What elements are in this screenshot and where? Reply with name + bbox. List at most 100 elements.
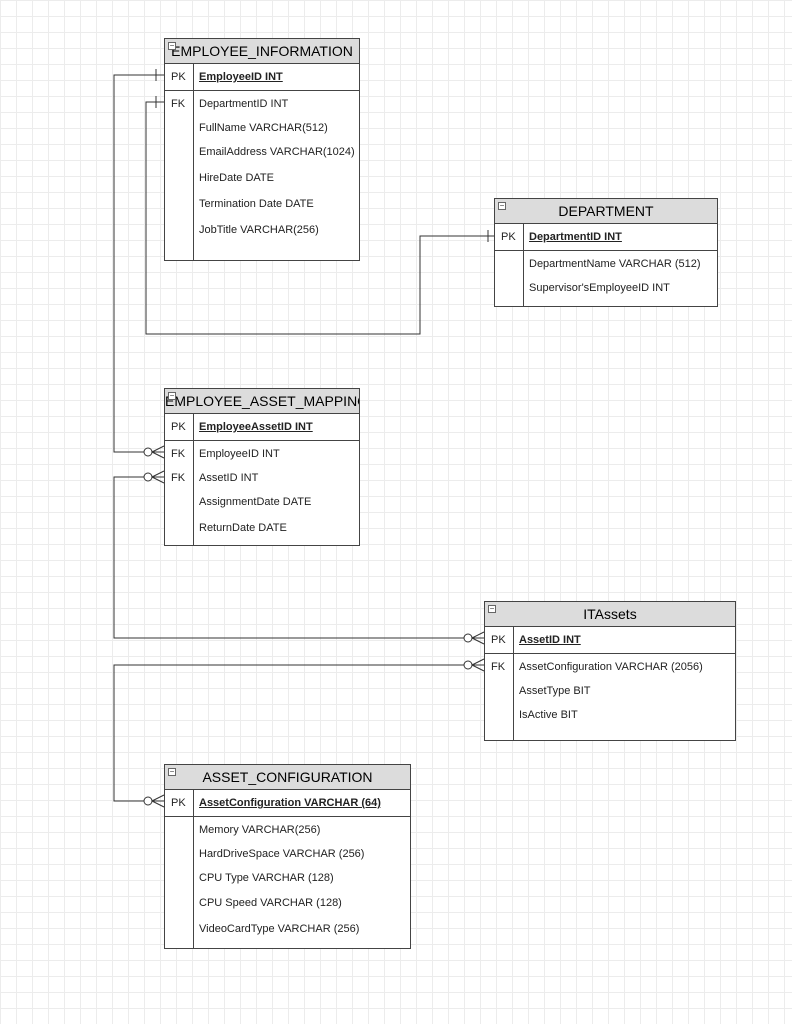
- primary-key-section: PK EmployeeAssetID INT: [165, 414, 359, 441]
- entity-header[interactable]: − ASSET_CONFIGURATION: [165, 765, 410, 790]
- entity-header[interactable]: − DEPARTMENT: [495, 199, 717, 224]
- field-name: AssetType BIT: [519, 685, 591, 697]
- entity-asset-configuration[interactable]: − ASSET_CONFIGURATION PK AssetConfigurat…: [164, 764, 411, 949]
- field-name: Memory VARCHAR(256): [199, 824, 321, 836]
- attribute-row[interactable]: DepartmentName VARCHAR (512): [495, 254, 717, 274]
- attribute-row[interactable]: Termination Date DATE: [165, 194, 359, 214]
- key-label: PK: [171, 71, 186, 83]
- primary-key-row[interactable]: PK EmployeeAssetID INT: [165, 417, 359, 437]
- field-name: AssignmentDate DATE: [199, 496, 312, 508]
- primary-key-row[interactable]: PK AssetConfiguration VARCHAR (64): [165, 793, 410, 813]
- collapse-icon[interactable]: −: [168, 767, 176, 776]
- key-label: FK: [171, 472, 186, 484]
- entity-header[interactable]: − ITAssets: [485, 602, 735, 627]
- key-label: FK: [171, 448, 186, 460]
- attribute-row[interactable]: CPU Speed VARCHAR (128): [165, 893, 410, 913]
- attribute-row[interactable]: HireDate DATE: [165, 168, 359, 188]
- attribute-row[interactable]: JobTitle VARCHAR(256): [165, 220, 359, 240]
- many-marker: [151, 445, 165, 459]
- entity-title: ITAssets: [583, 606, 637, 622]
- attribute-row[interactable]: HardDriveSpace VARCHAR (256): [165, 844, 410, 864]
- attribute-row[interactable]: FK DepartmentID INT: [165, 94, 359, 114]
- field-name: VideoCardType VARCHAR (256): [199, 923, 360, 935]
- many-marker: [151, 470, 165, 484]
- connector-asset-mapping: [113, 476, 484, 639]
- key-column-divider: [513, 626, 514, 740]
- field-name: HireDate DATE: [199, 172, 274, 184]
- field-name: DepartmentID INT: [199, 98, 289, 110]
- field-name: CPU Speed VARCHAR (128): [199, 897, 342, 909]
- field-name: FullName VARCHAR(512): [199, 122, 328, 134]
- attribute-row[interactable]: CPU Type VARCHAR (128): [165, 868, 410, 888]
- key-label: PK: [171, 421, 186, 433]
- field-name: EmployeeAssetID INT: [199, 421, 313, 433]
- collapse-icon[interactable]: −: [168, 41, 176, 50]
- attribute-row[interactable]: IsActive BIT: [485, 705, 735, 725]
- collapse-icon[interactable]: −: [498, 201, 506, 210]
- field-name: DepartmentID INT: [529, 231, 622, 243]
- field-name: CPU Type VARCHAR (128): [199, 872, 334, 884]
- connector-asset-configuration: [113, 664, 484, 802]
- attribute-row[interactable]: AssetType BIT: [485, 681, 735, 701]
- attribute-row[interactable]: FK AssetConfiguration VARCHAR (2056): [485, 657, 735, 677]
- entity-itassets[interactable]: − ITAssets PK AssetID INT FK AssetConfig…: [484, 601, 736, 741]
- key-column-divider: [523, 223, 524, 306]
- key-label: PK: [501, 231, 516, 243]
- field-name: IsActive BIT: [519, 709, 578, 721]
- attribute-row[interactable]: EmailAddress VARCHAR(1024): [165, 142, 359, 162]
- attribute-row[interactable]: FullName VARCHAR(512): [165, 118, 359, 138]
- key-column-divider: [193, 63, 194, 260]
- field-name: HardDriveSpace VARCHAR (256): [199, 848, 365, 860]
- primary-key-row[interactable]: PK EmployeeID INT: [165, 67, 359, 87]
- entity-department[interactable]: − DEPARTMENT PK DepartmentID INT Departm…: [494, 198, 718, 307]
- attribute-row[interactable]: Supervisor'sEmployeeID INT: [495, 278, 717, 298]
- primary-key-section: PK DepartmentID INT: [495, 224, 717, 251]
- field-name: ReturnDate DATE: [199, 522, 287, 534]
- zero-marker: [143, 447, 153, 457]
- attribute-row[interactable]: AssignmentDate DATE: [165, 492, 359, 512]
- entity-header[interactable]: − EMPLOYEE_ASSET_MAPPING: [165, 389, 359, 414]
- field-name: Termination Date DATE: [199, 198, 314, 210]
- key-column-divider: [193, 413, 194, 545]
- field-name: JobTitle VARCHAR(256): [199, 224, 319, 236]
- field-name: AssetConfiguration VARCHAR (64): [199, 797, 381, 809]
- zero-marker: [143, 796, 153, 806]
- primary-key-section: PK EmployeeID INT: [165, 64, 359, 91]
- field-name: AssetConfiguration VARCHAR (2056): [519, 661, 703, 673]
- attribute-row[interactable]: FK EmployeeID INT: [165, 444, 359, 464]
- attribute-row[interactable]: Memory VARCHAR(256): [165, 820, 410, 840]
- field-name: EmailAddress VARCHAR(1024): [199, 146, 355, 158]
- many-marker: [151, 794, 165, 808]
- primary-key-section: PK AssetID INT: [485, 627, 735, 654]
- attribute-row[interactable]: ReturnDate DATE: [165, 518, 359, 538]
- many-marker: [471, 658, 485, 672]
- attribute-row[interactable]: VideoCardType VARCHAR (256): [165, 919, 410, 939]
- entity-employee-information[interactable]: − EMPLOYEE_INFORMATION PK EmployeeID INT…: [164, 38, 360, 261]
- many-marker: [471, 631, 485, 645]
- connector-employee-to-mapping: [113, 74, 164, 453]
- attribute-row[interactable]: FK AssetID INT: [165, 468, 359, 488]
- field-name: EmployeeID INT: [199, 448, 280, 460]
- connector-department: [145, 101, 494, 335]
- collapse-icon[interactable]: −: [168, 391, 176, 400]
- key-label: PK: [171, 797, 186, 809]
- field-name: AssetID INT: [519, 634, 581, 646]
- field-name: Supervisor'sEmployeeID INT: [529, 282, 670, 294]
- primary-key-section: PK AssetConfiguration VARCHAR (64): [165, 790, 410, 817]
- key-label: FK: [491, 661, 506, 673]
- entity-title: DEPARTMENT: [558, 203, 654, 219]
- zero-marker: [463, 660, 473, 670]
- entity-title: EMPLOYEE_INFORMATION: [171, 43, 353, 59]
- entity-employee-asset-mapping[interactable]: − EMPLOYEE_ASSET_MAPPING PK EmployeeAsse…: [164, 388, 360, 546]
- primary-key-row[interactable]: PK AssetID INT: [485, 630, 735, 650]
- primary-key-row[interactable]: PK DepartmentID INT: [495, 227, 717, 247]
- entity-header[interactable]: − EMPLOYEE_INFORMATION: [165, 39, 359, 64]
- field-name: EmployeeID INT: [199, 71, 283, 83]
- collapse-icon[interactable]: −: [488, 604, 496, 613]
- entity-title: ASSET_CONFIGURATION: [202, 769, 373, 785]
- key-label: PK: [491, 634, 506, 646]
- zero-marker: [143, 472, 153, 482]
- field-name: AssetID INT: [199, 472, 259, 484]
- zero-marker: [463, 633, 473, 643]
